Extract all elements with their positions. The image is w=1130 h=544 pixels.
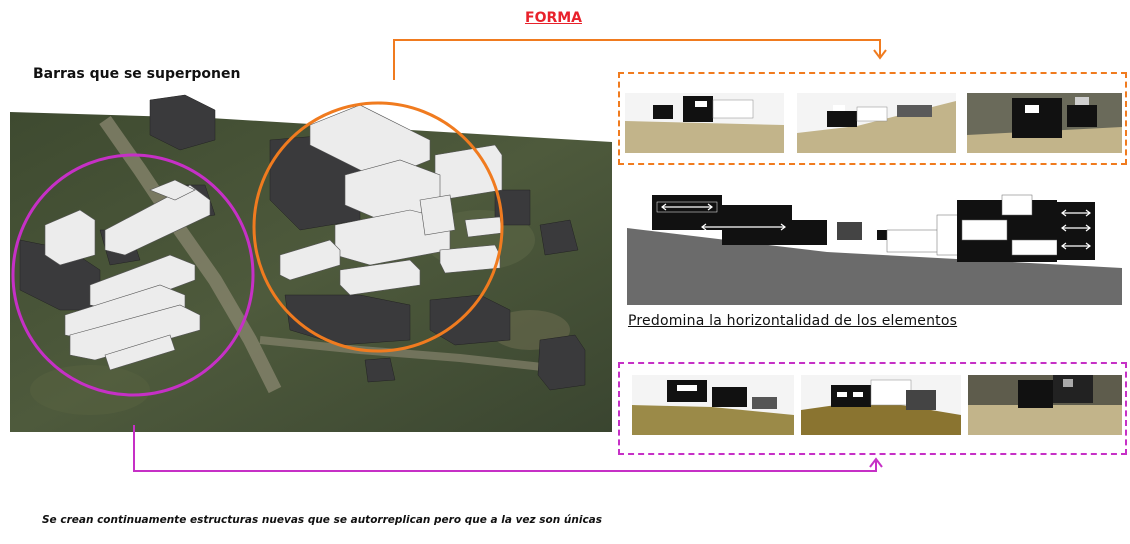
elevation-thumbnail-1 bbox=[625, 93, 784, 153]
bottom-note: Se crean continuamente estructuras nueva… bbox=[42, 514, 603, 526]
title: FORMA bbox=[525, 10, 583, 26]
orange-elevations-frame bbox=[618, 72, 1127, 165]
elevation-thumbnail-5 bbox=[801, 375, 961, 435]
purple-connector-arrow bbox=[133, 425, 883, 472]
left-label: Barras que se superponen bbox=[33, 66, 241, 82]
orange-connector-arrow bbox=[393, 39, 887, 80]
aerial-3d-model-image bbox=[10, 94, 612, 432]
purple-elevations-frame bbox=[618, 362, 1127, 455]
section-elevation-drawing bbox=[627, 190, 1122, 305]
elevation-thumbnail-4 bbox=[632, 375, 794, 435]
elevation-thumbnail-3 bbox=[967, 93, 1122, 153]
elevation-thumbnail-2 bbox=[797, 93, 956, 153]
elevation-thumbnail-6 bbox=[968, 375, 1122, 435]
section-caption: Predomina la horizontalidad de los eleme… bbox=[628, 313, 958, 329]
